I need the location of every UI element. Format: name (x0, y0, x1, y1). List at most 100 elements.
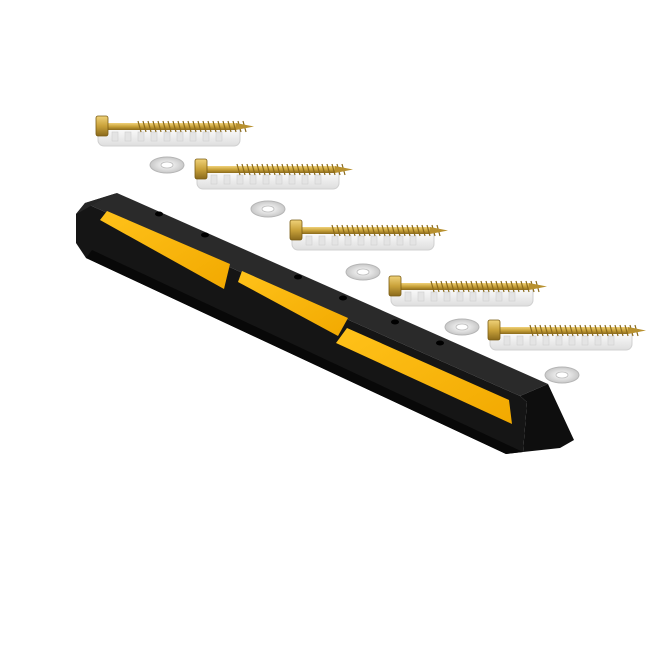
anchor-rib (137, 131, 145, 142)
screw-thread (485, 280, 490, 293)
wheel-stop-bottom-edge (86, 250, 523, 454)
screw-thread (227, 120, 232, 133)
screw-thread (604, 324, 609, 337)
anchor-rib (111, 131, 119, 142)
anchor-rib (396, 235, 404, 246)
anchor-rib (189, 131, 197, 142)
screw-shaft (300, 227, 430, 234)
anchor-rib (344, 235, 352, 246)
screw-thread (266, 163, 271, 176)
anchor-rib (163, 131, 171, 142)
screw-thread (475, 280, 480, 293)
screw-thread (212, 120, 217, 133)
anchor-rib (581, 335, 589, 346)
anchor-rib (249, 174, 257, 185)
anchor-rib (318, 235, 326, 246)
screw-thread (381, 224, 386, 237)
screw-head (194, 158, 208, 180)
screw-thread (291, 163, 296, 176)
screw-thread (162, 120, 167, 133)
screw-thread (321, 163, 326, 176)
washer-hole (356, 268, 370, 276)
wheel-stop-end-cap (520, 384, 574, 452)
mounting-hole (155, 211, 163, 217)
screw-thread (411, 224, 416, 237)
anchor-rib (305, 235, 313, 246)
screw-thread (241, 163, 246, 176)
screw-thread (376, 224, 381, 237)
screw-thread (421, 224, 426, 237)
anchor-rib (202, 131, 210, 142)
anchor-rib (542, 335, 550, 346)
lag-screw-set (95, 115, 254, 174)
screw-thread (619, 324, 624, 337)
screw-thread (142, 120, 147, 133)
anchor-rib (262, 174, 270, 185)
anchor-rib (314, 174, 322, 185)
screw-thread (207, 120, 212, 133)
screw-thread (480, 280, 485, 293)
screw-head (388, 275, 402, 297)
screw-thread (296, 163, 301, 176)
screw-thread (515, 280, 520, 293)
screw-thread (539, 324, 544, 337)
screw-thread (361, 224, 366, 237)
screw-shaft (498, 327, 628, 334)
anchor-rib (469, 291, 477, 302)
anchor-rib (503, 335, 511, 346)
screw-thread (589, 324, 594, 337)
screw-thread (599, 324, 604, 337)
screw-thread (281, 163, 286, 176)
screw-thread (460, 280, 465, 293)
screw-thread (137, 120, 142, 133)
anchor-rib (176, 131, 184, 142)
screw-thread (172, 120, 177, 133)
wheel-stop-left-end (76, 193, 117, 214)
anchor-rib (210, 174, 218, 185)
anchor-rib (417, 291, 425, 302)
anchor-rib (215, 131, 223, 142)
reflector-strip-3 (336, 328, 512, 424)
screw-thread (192, 120, 197, 133)
mounting-hole (339, 295, 347, 301)
screw-thread (500, 280, 505, 293)
screw-thread (271, 163, 276, 176)
screw-thread (356, 224, 361, 237)
mounting-hole (294, 274, 302, 280)
anchor-rib (124, 131, 132, 142)
washer-hole (555, 371, 569, 379)
screw-tip (430, 227, 448, 234)
screw-thread (579, 324, 584, 337)
screw-thread (157, 120, 162, 133)
screw-thread (406, 224, 411, 237)
screw-thread (564, 324, 569, 337)
screw-thread (430, 280, 435, 293)
screw-tip (529, 283, 547, 290)
screw-thread (465, 280, 470, 293)
screw-tip (628, 327, 646, 334)
anchor-rib (331, 235, 339, 246)
anchor-rib (430, 291, 438, 302)
anchor-rib (288, 174, 296, 185)
screw-thread (371, 224, 376, 237)
screw-thread (529, 324, 534, 337)
screw-thread (341, 224, 346, 237)
screw-tip (335, 166, 353, 173)
screw-thread (520, 280, 525, 293)
screw-thread (495, 280, 500, 293)
screw-thread (401, 224, 406, 237)
lag-screw-sets (95, 115, 646, 384)
washer-hole (455, 323, 469, 331)
screw-thread (396, 224, 401, 237)
screw-thread (301, 163, 306, 176)
screw-shaft (205, 166, 335, 173)
screw-thread (544, 324, 549, 337)
anchor-rib (404, 291, 412, 302)
screw-thread (554, 324, 559, 337)
screw-thread (336, 224, 341, 237)
mounting-hole (201, 232, 209, 238)
screw-thread (306, 163, 311, 176)
mounting-hole (391, 319, 399, 325)
screw-thread (276, 163, 281, 176)
